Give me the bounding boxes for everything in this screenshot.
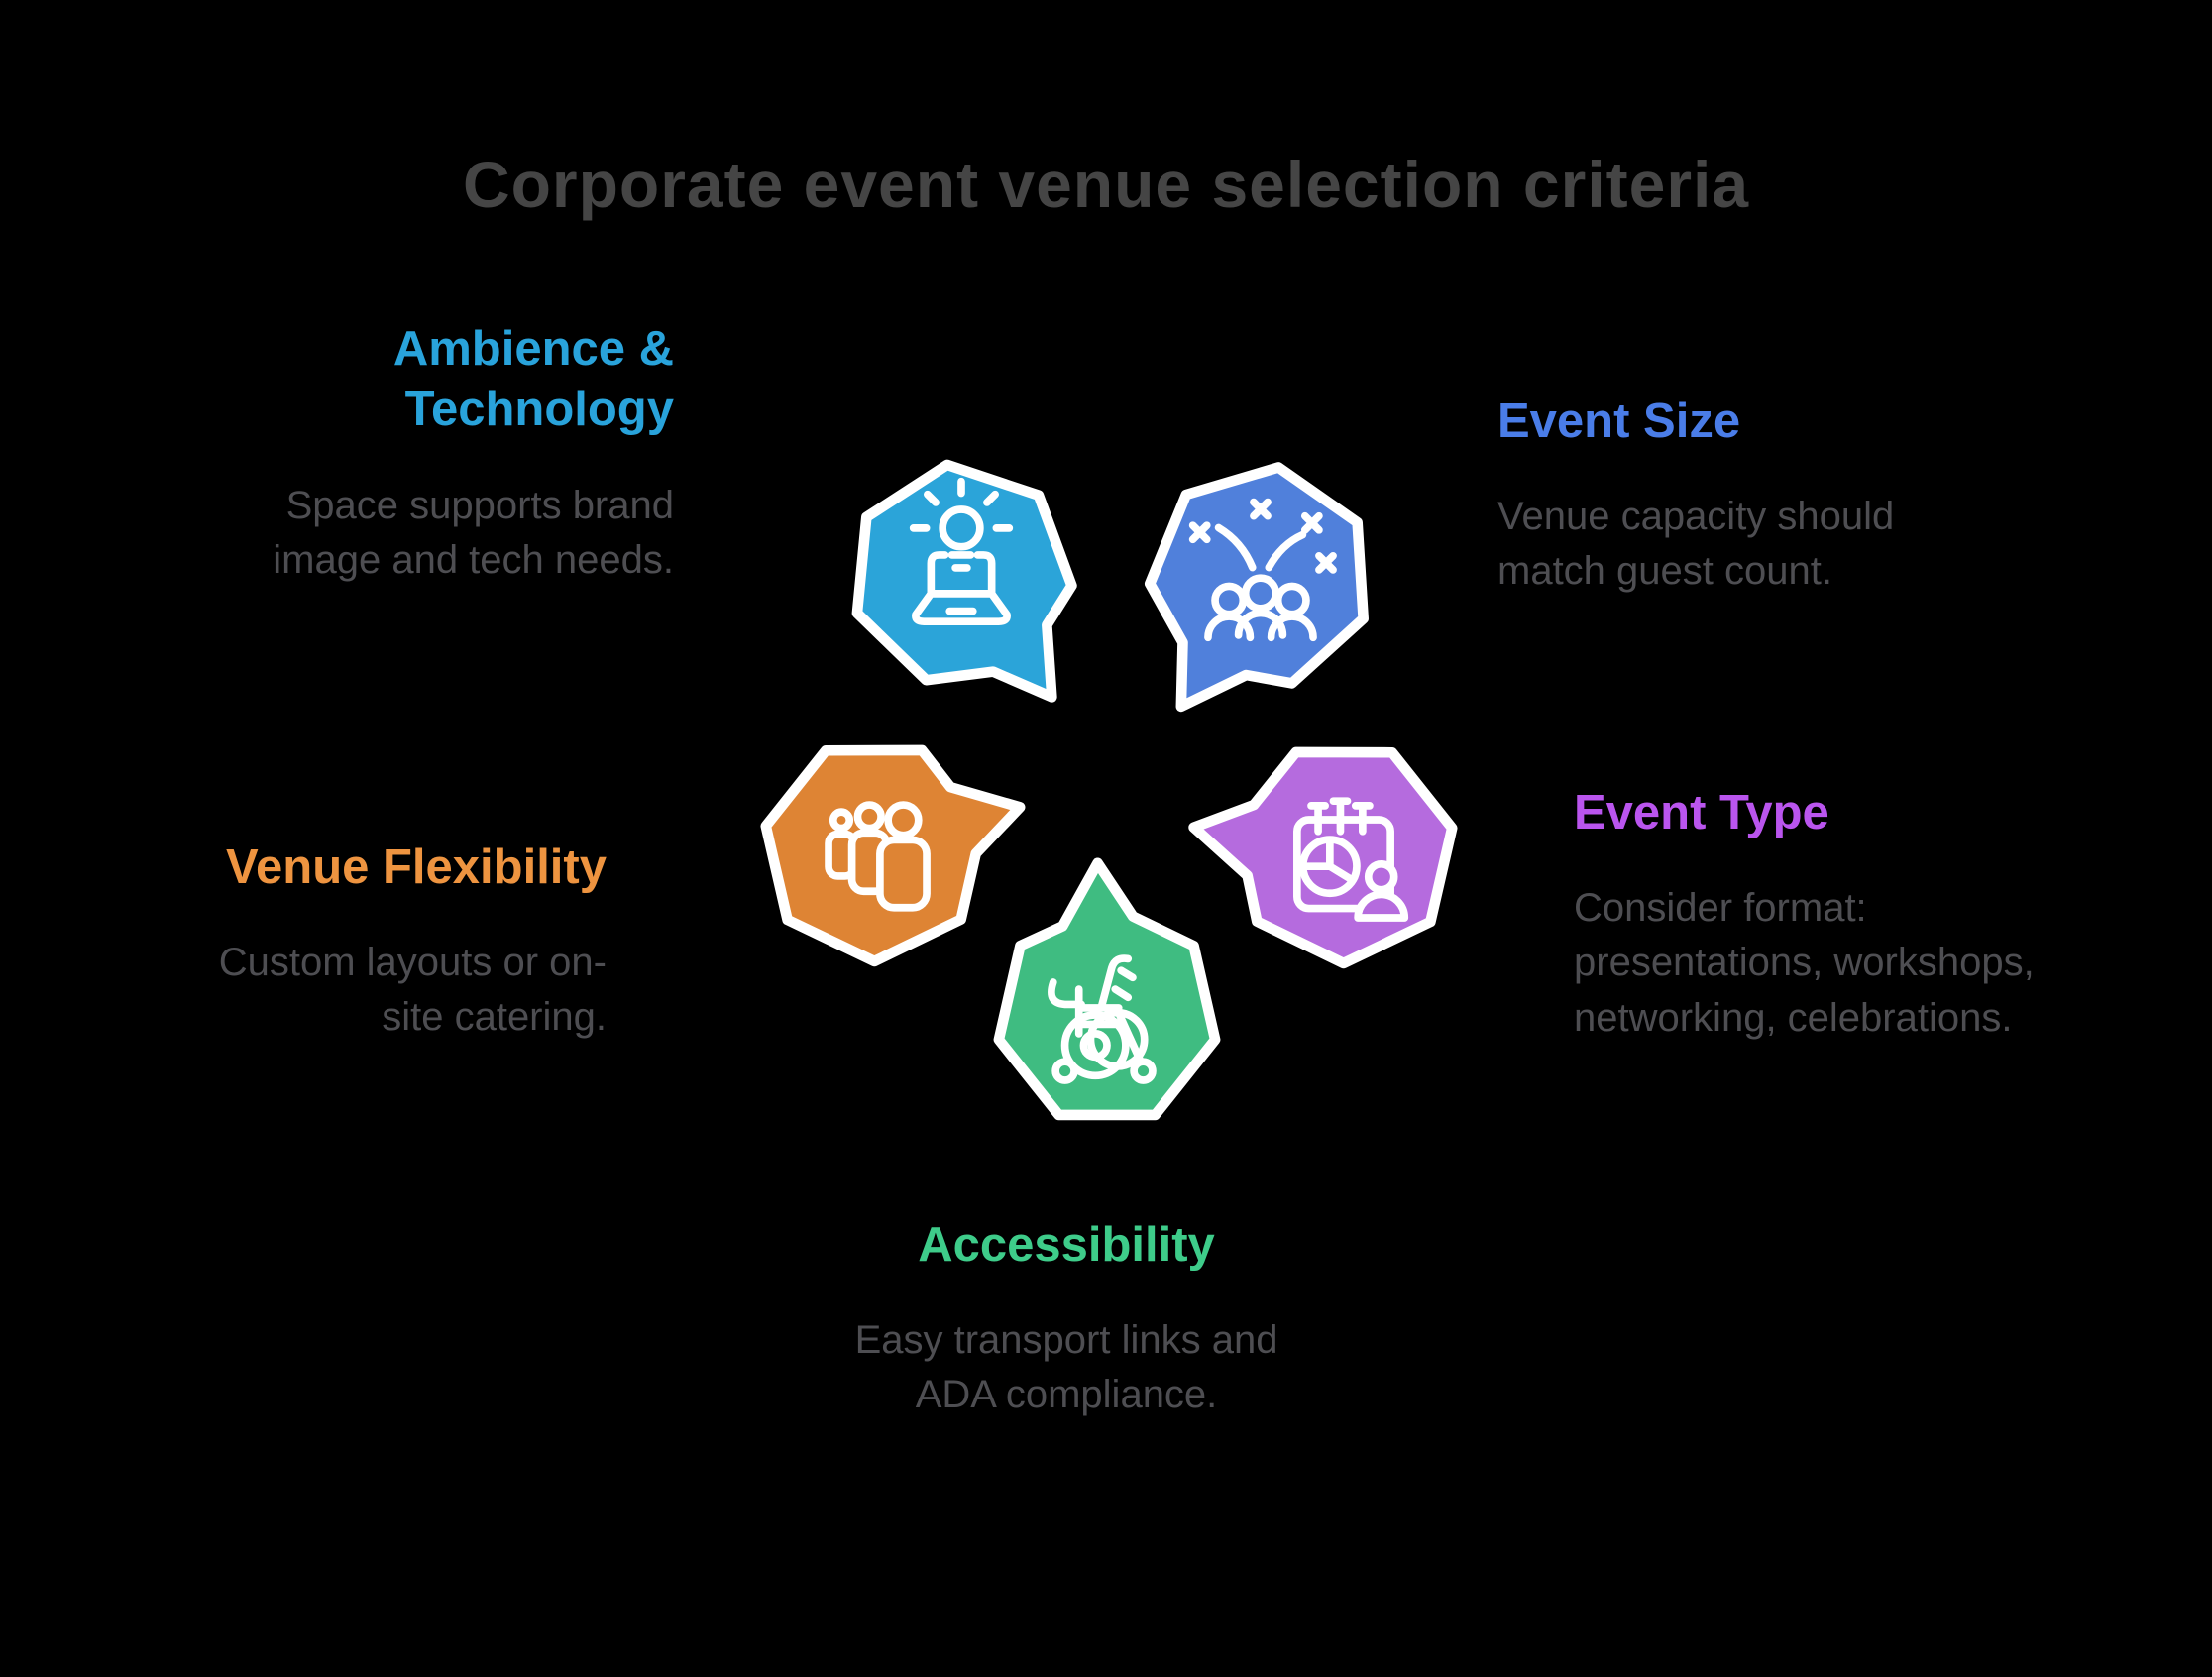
heptagon-bubble xyxy=(851,459,1077,703)
celebration-crowd-icon xyxy=(1188,498,1337,642)
accessibility-shape xyxy=(943,851,1271,1178)
idea-laptop-icon xyxy=(909,477,1014,625)
ambience-technology-title: Ambience & Technology xyxy=(392,322,674,437)
team-icon xyxy=(825,801,931,912)
ambience-technology-text-block: Ambience & Technology Space supports bra… xyxy=(198,319,674,588)
wheelchair-icon xyxy=(1048,954,1157,1084)
venue-flexibility-description: Custom layouts or on-site catering. xyxy=(218,941,607,1040)
event-type-title: Event Type xyxy=(1574,786,1829,839)
event-size-shape xyxy=(1097,413,1424,740)
page-title: Corporate event venue selection criteria xyxy=(462,148,1750,221)
calendar-report-person-icon xyxy=(1293,797,1409,922)
accessibility-title: Accessibility xyxy=(918,1218,1215,1272)
event-type-text-block: Event Type Consider format: presentation… xyxy=(1574,783,2040,1046)
accessibility-description: Easy transport links and ADA compliance. xyxy=(854,1318,1278,1417)
ambience-technology-shape xyxy=(798,411,1125,738)
event-type-shape xyxy=(1180,689,1507,1016)
event-type-description: Consider format: presentations, workshop… xyxy=(1574,886,2035,1040)
venue-flexibility-text-block: Venue Flexibility Custom layouts or on-s… xyxy=(170,838,607,1046)
event-size-text-block: Event Size Venue capacity should match g… xyxy=(1497,391,1924,600)
venue-flexibility-title: Venue Flexibility xyxy=(226,840,607,894)
accessibility-text-block: Accessibility Easy transport links and A… xyxy=(819,1215,1314,1423)
ambience-technology-description: Space supports brand image and tech need… xyxy=(273,483,674,582)
event-size-description: Venue capacity should match guest count. xyxy=(1497,495,1895,594)
venue-flexibility-shape xyxy=(711,687,1038,1014)
event-size-title: Event Size xyxy=(1497,394,1741,448)
